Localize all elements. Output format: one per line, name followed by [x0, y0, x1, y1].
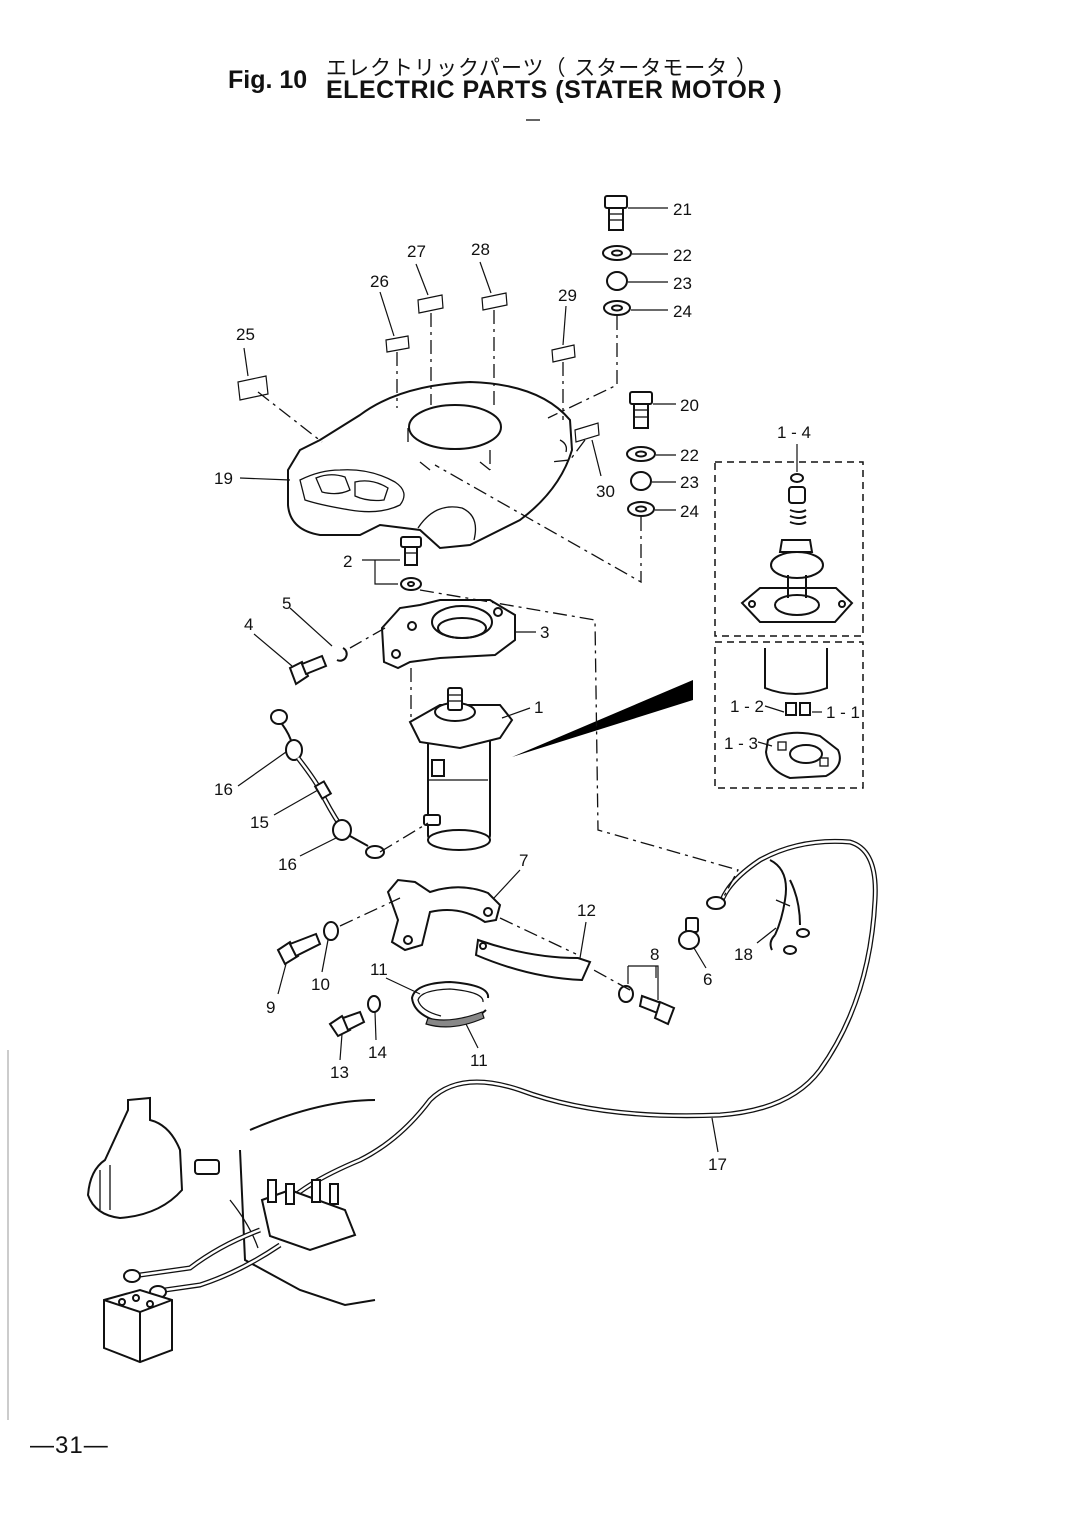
part-4-bolt	[288, 654, 328, 686]
callout-8: 8	[650, 945, 659, 964]
callout-22: 22	[680, 446, 699, 465]
page-number: —31—	[30, 1432, 109, 1459]
part-9-bolt	[276, 932, 322, 966]
callout-10: 10	[311, 975, 330, 994]
detail-box-drive-assembly	[714, 461, 864, 637]
callout-numbers: 21 22 23 24 20 22 23 24 27 28 26 29 25 1…	[214, 200, 860, 1174]
part-1-starter-motor	[408, 687, 514, 851]
callout-27: 27	[407, 242, 426, 261]
callout-22: 22	[673, 246, 692, 265]
parts-20-24-fasteners	[602, 195, 656, 517]
label-28	[481, 292, 508, 311]
callout-12: 12	[577, 901, 596, 920]
callout-14: 14	[368, 1043, 387, 1062]
callout-3: 3	[540, 623, 549, 642]
leader-lines	[237, 207, 822, 1153]
part-2-bolt-washer	[400, 536, 422, 591]
callout-1-1: 1 - 1	[826, 703, 860, 722]
part-18-terminal-cable	[769, 859, 810, 955]
callout-16: 16	[278, 855, 297, 874]
title-english: ELECTRIC PARTS (STATER MOTOR )	[326, 76, 783, 104]
callout-19: 19	[214, 469, 233, 488]
callout-17: 17	[708, 1155, 727, 1174]
part-14-washer	[367, 995, 381, 1013]
callout-24: 24	[680, 502, 699, 521]
callout-5: 5	[282, 594, 291, 613]
callout-15: 15	[250, 813, 269, 832]
callout-24: 24	[673, 302, 692, 321]
callout-28: 28	[471, 240, 490, 259]
callout-26: 26	[370, 272, 389, 291]
part-17-battery-cable	[278, 838, 878, 1212]
part-7-motor-clamp	[386, 878, 502, 952]
parts-15-16-lead-wire	[270, 709, 385, 859]
callout-1-3: 1 - 3	[724, 734, 758, 753]
part-8-bolt	[638, 994, 676, 1026]
callout-13: 13	[330, 1063, 349, 1082]
detail-box-brush-assembly	[714, 641, 864, 789]
part-12-strap	[474, 938, 592, 982]
part-13-bolt	[328, 1010, 366, 1038]
label-27	[417, 294, 444, 314]
callout-29: 29	[558, 286, 577, 305]
title-japanese: エレクトリックパーツ（ スタータモータ ）	[326, 56, 758, 80]
label-29	[551, 344, 576, 363]
callout-2: 2	[343, 552, 352, 571]
strap-hole	[479, 942, 487, 950]
part-5-spring-washer	[336, 647, 348, 662]
callout-1: 1	[534, 698, 543, 717]
part-6-terminal	[678, 917, 700, 950]
callout-18: 18	[734, 945, 753, 964]
detail-pointer-wedge	[512, 680, 693, 757]
part-11-rubber-band	[410, 980, 490, 1028]
callout-23: 23	[680, 473, 699, 492]
part-3-bracket	[380, 599, 516, 670]
callout-4: 4	[244, 615, 253, 634]
callout-1-4: 1 - 4	[777, 423, 811, 442]
callout-9: 9	[266, 998, 275, 1017]
callout-11: 11	[470, 1051, 488, 1070]
part-19-starter-cover	[287, 380, 574, 550]
callout-6: 6	[703, 970, 712, 989]
callout-16: 16	[214, 780, 233, 799]
callout-7: 7	[519, 851, 528, 870]
callout-1-2: 1 - 2	[730, 697, 764, 716]
label-26	[385, 335, 410, 353]
callout-30: 30	[596, 482, 615, 501]
callout-21: 21	[673, 200, 692, 219]
figure-number: Fig. 10	[228, 66, 308, 94]
callout-11: 11	[370, 960, 388, 979]
assembly-lines	[257, 310, 739, 991]
part-10-washer	[323, 921, 339, 941]
label-30	[574, 422, 600, 443]
callout-25: 25	[236, 325, 255, 344]
callout-23: 23	[673, 274, 692, 293]
engine-battery-sketch	[86, 1096, 376, 1364]
callout-20: 20	[680, 396, 699, 415]
